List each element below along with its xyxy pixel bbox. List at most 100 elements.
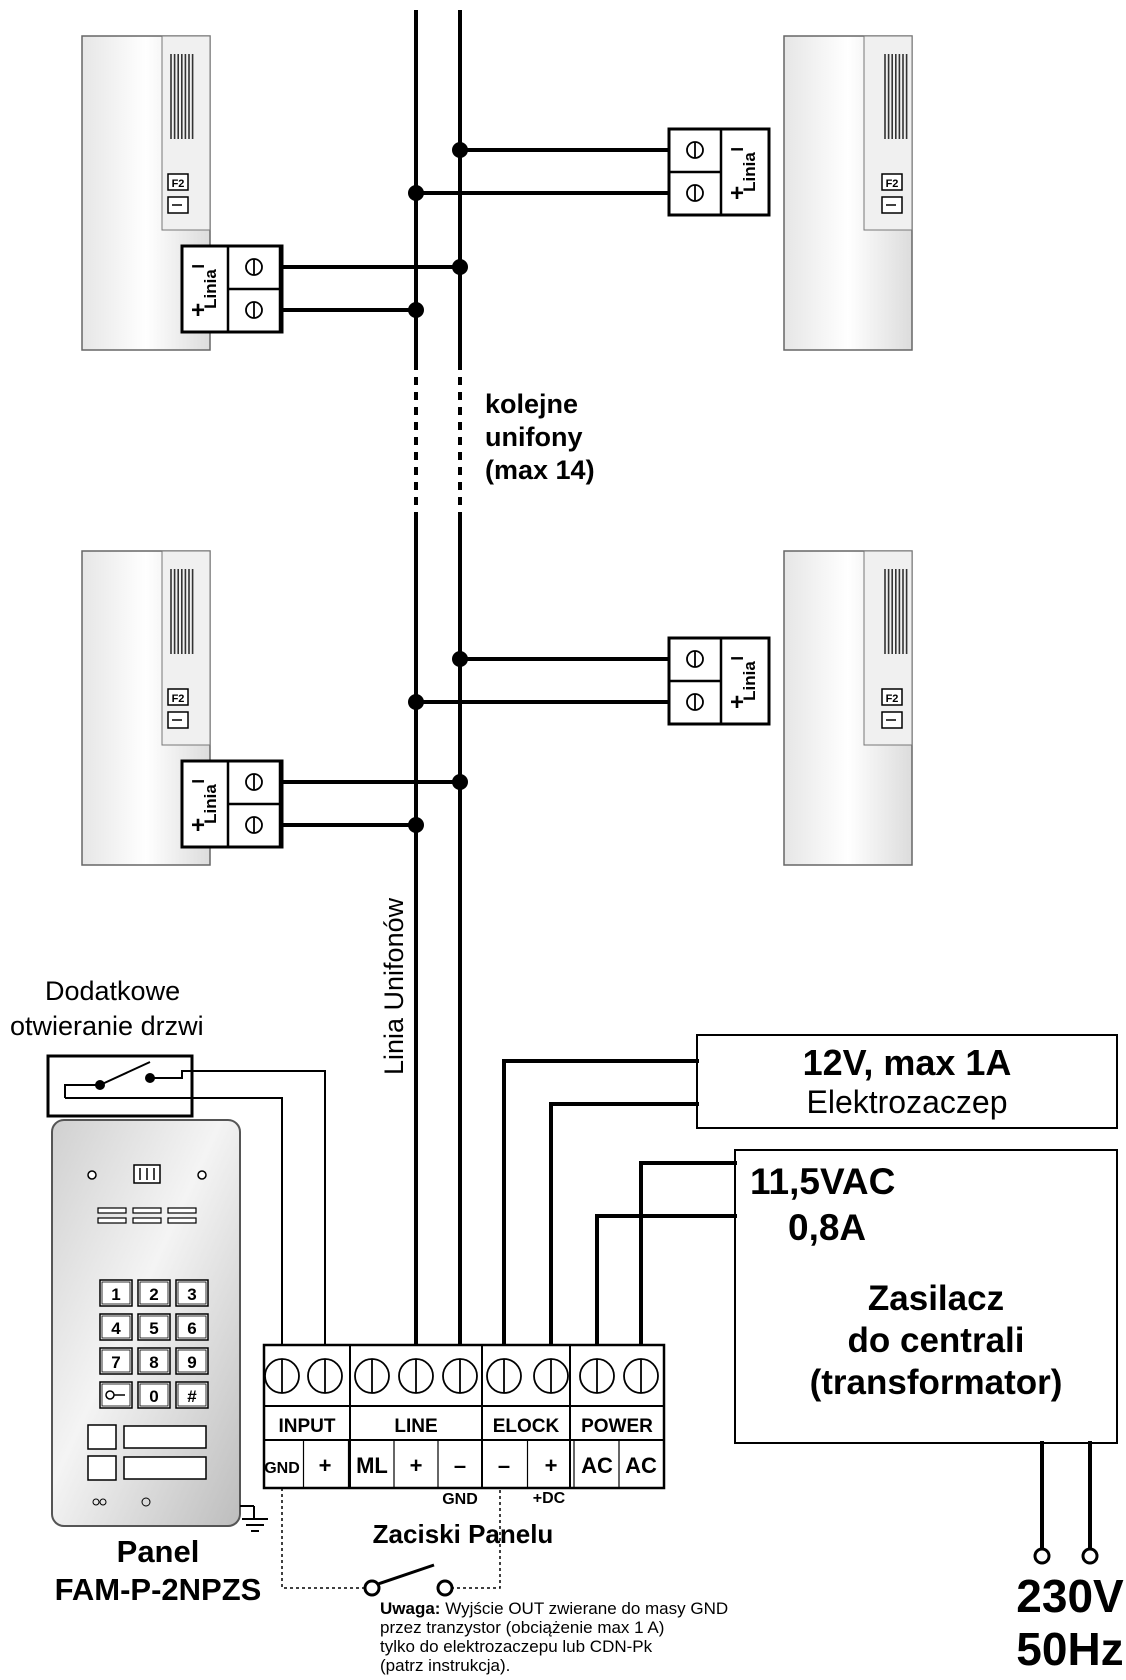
handset-unit: F2 Linia– + [408, 35, 913, 351]
terminal-pin-label: ML [356, 1453, 388, 1478]
keypad-key: 4 [99, 1313, 133, 1341]
mains-voltage: 230V [1016, 1570, 1124, 1622]
electric-lock-box: 12V, max 1A Elektrozaczep [502, 1034, 1118, 1347]
group-elock: ELOCK [493, 1416, 560, 1437]
handset-connector: Linia–+ [180, 759, 284, 849]
keypad-key: 1 [99, 1279, 133, 1307]
mains-frequency: 50Hz [1016, 1623, 1123, 1675]
psu-title-2: do centrali [848, 1321, 1025, 1360]
keypad-key: 7 [99, 1347, 133, 1375]
junction-dot [408, 302, 424, 318]
keypad-key: 3 [175, 1279, 209, 1307]
handset-connector: Linia–+ [180, 244, 284, 334]
handset-connector: Linia–+ [667, 636, 771, 726]
minus-label: – [730, 644, 743, 671]
psu-current: 0,8A [788, 1207, 866, 1248]
f2-button [167, 688, 189, 706]
line-label: Linia [740, 152, 759, 192]
line-label: Linia [201, 784, 220, 824]
intercom-bus [414, 10, 462, 1347]
more-units-line-3: (max 14) [485, 455, 595, 485]
keypad-key-label: 7 [111, 1353, 120, 1372]
f2-label: F2 [172, 178, 185, 190]
minus-label: – [730, 135, 743, 162]
extra-door-line-1: Dodatkowe [45, 976, 180, 1006]
speaker-grille [170, 569, 194, 654]
keypad-key-label: 3 [187, 1285, 196, 1304]
dc-sublabel: +DC [533, 1490, 566, 1507]
bell-icon [87, 1424, 117, 1450]
psu-title-1: Zasilacz [868, 1279, 1004, 1318]
name-plate [123, 1425, 207, 1449]
terminal-pin-label: GND [264, 1460, 300, 1477]
minus-label: – [191, 252, 204, 279]
terminals-title: Zaciski Panelu [373, 1519, 554, 1549]
f2-label: F2 [886, 693, 899, 705]
elock-name: Elektrozaczep [807, 1084, 1008, 1120]
terminal-pin-label: – [454, 1453, 466, 1478]
bus-label: Linia Unifonów [379, 897, 409, 1075]
keypad-key: 9 [175, 1347, 209, 1375]
junction-dot [408, 185, 424, 201]
keypad-key-label: 9 [187, 1353, 196, 1372]
terminal-pin-label: AC [625, 1453, 657, 1478]
speaker-grille [884, 569, 908, 654]
door-switch-box [46, 1054, 194, 1118]
svg-text:Uwaga: Wyjście OUT zwierane do: Uwaga: Wyjście OUT zwierane do masy GND [380, 1599, 728, 1618]
line-label: Linia [740, 661, 759, 701]
panel-model: FAM-P-2NPZS [55, 1572, 262, 1607]
keypad-key-label: 5 [149, 1319, 158, 1338]
f2-label: F2 [886, 178, 899, 190]
note-bold: Uwaga: [380, 1599, 440, 1618]
elock-rating: 12V, max 1A [803, 1042, 1012, 1083]
keypad-key-label: 2 [149, 1285, 158, 1304]
keypad-key-label: # [187, 1387, 197, 1406]
ground-icon [240, 1505, 268, 1532]
keypad-key: 5 [137, 1313, 171, 1341]
terminal-pin-label: + [319, 1453, 332, 1478]
group-power: POWER [581, 1416, 653, 1437]
note-line-2: przez tranzystor (obciążenie max 1 A) [380, 1618, 664, 1637]
minus-label: – [191, 767, 204, 794]
more-units-line-2: unifony [485, 422, 582, 452]
plus-label: + [730, 180, 744, 207]
panel-label: Panel [117, 1534, 200, 1569]
keypad-key-label: 1 [111, 1285, 120, 1304]
keypad-key [99, 1381, 133, 1409]
note-line-4: (patrz instrukcja). [380, 1656, 510, 1675]
keypad-key: 6 [175, 1313, 209, 1341]
note-line-3: tylko do elektrozaczepu lub CDN-Pk [380, 1637, 653, 1656]
junction-dot [408, 694, 424, 710]
terminal-pin-label: – [498, 1453, 510, 1478]
handset-unit: F2 Linia–+ [408, 550, 913, 866]
name-plate [123, 1456, 207, 1480]
key-icon [105, 1390, 125, 1400]
keypad-key-label: 0 [149, 1387, 158, 1406]
psu-title-3: (transformator) [810, 1363, 1063, 1402]
psu-voltage: 11,5VAC [750, 1161, 895, 1202]
junction-dot [452, 774, 468, 790]
keypad-key: # [175, 1381, 209, 1409]
note-first-line: Wyjście OUT zwierane do masy GND [440, 1599, 728, 1618]
bell-icon [87, 1455, 117, 1481]
terminal-screws [264, 1358, 659, 1394]
keypad-key-label: 4 [111, 1319, 121, 1338]
speaker-grille [170, 54, 194, 139]
terminal-pin-label: AC [581, 1453, 613, 1478]
junction-dot [452, 259, 468, 275]
junction-dot [408, 817, 424, 833]
speaker-grille [884, 54, 908, 139]
keypad-key-label: 8 [149, 1353, 158, 1372]
speaker-grille [97, 1207, 197, 1224]
group-line: LINE [394, 1416, 437, 1437]
group-input: INPUT [279, 1416, 336, 1437]
gnd-sublabel: GND [442, 1491, 478, 1508]
